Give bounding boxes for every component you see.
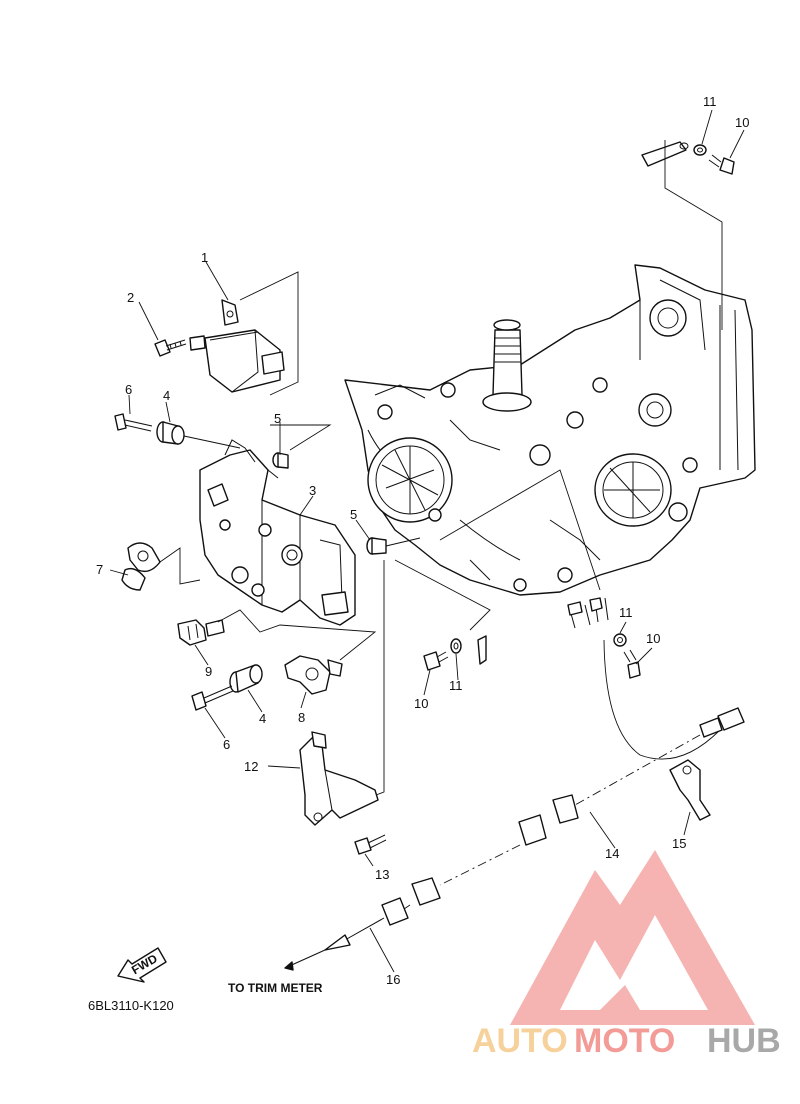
- callout-7: 7: [96, 562, 103, 577]
- part-14-connector-mid: [518, 794, 579, 846]
- callout-11-top: 11: [703, 94, 717, 109]
- part-3-bracket: [199, 439, 356, 626]
- part-9-holder: [177, 619, 225, 646]
- callout-12: 12: [244, 759, 258, 774]
- watermark-triangle-icon: [510, 850, 755, 1025]
- part-10-bolt-mid: [423, 651, 449, 671]
- part-11-washer-right: [613, 633, 627, 647]
- callout-10-top: 10: [735, 115, 749, 130]
- watermark-text-auto: AUTO: [472, 1022, 568, 1060]
- part-5-collar-upper: [272, 452, 289, 469]
- diagram-code: 6BL3110-K120: [88, 998, 174, 1013]
- callout-5-lower: 5: [350, 507, 357, 522]
- part-5-collar-lower: [366, 537, 387, 555]
- callout-6-lower: 6: [223, 737, 230, 752]
- part-6-bolt-lower: [191, 685, 234, 711]
- callout-10-mid: 10: [414, 696, 428, 711]
- to-trim-meter-label: TO TRIM METER: [228, 981, 323, 995]
- callout-8: 8: [298, 710, 305, 725]
- part-1-unit: [189, 299, 285, 393]
- callout-4-lower: 4: [259, 711, 266, 726]
- callout-14: 14: [605, 846, 619, 861]
- callout-11-mid: 11: [449, 678, 463, 693]
- part-4-grommet-lower: [229, 664, 263, 693]
- part-8-clamp: [284, 655, 343, 695]
- callout-13: 13: [375, 867, 389, 882]
- part-10-bolt-top: [708, 154, 735, 175]
- callout-10-right: 10: [646, 631, 660, 646]
- callout-3: 3: [309, 483, 316, 498]
- callout-5-upper: 5: [274, 411, 281, 426]
- callout-1: 1: [201, 250, 208, 265]
- callout-2: 2: [127, 290, 134, 305]
- callout-6-upper: 6: [125, 382, 132, 397]
- part-14-connector-right: [699, 707, 745, 738]
- part-12-bracket: [299, 731, 379, 826]
- part-6-bolt-upper: [114, 413, 153, 432]
- part-11-washer-top: [693, 144, 707, 156]
- callout-15: 15: [672, 836, 686, 851]
- callout-4-upper: 4: [163, 388, 170, 403]
- watermark-logo: AUTO MOTO HUB: [472, 850, 781, 1060]
- part-7-clip: [121, 542, 161, 591]
- part-14-connector-left: [411, 877, 441, 906]
- part-13-bolt: [354, 834, 387, 855]
- engine-block: [344, 264, 756, 596]
- callout-16: 16: [386, 972, 400, 987]
- watermark-text-moto: MOTO: [574, 1022, 675, 1060]
- part-15-clip: [669, 759, 711, 821]
- part-16-connector: [324, 897, 409, 951]
- fwd-arrow-icon: FWD: [117, 947, 167, 983]
- part-4-grommet-upper: [156, 421, 185, 445]
- part-10-bolt-right: [623, 649, 641, 679]
- callout-11-right: 11: [619, 605, 633, 620]
- part-2-bolt: [154, 339, 187, 357]
- watermark-text-hub: HUB: [707, 1022, 781, 1060]
- callout-9: 9: [205, 664, 212, 679]
- part-11-washer-mid: [450, 638, 462, 654]
